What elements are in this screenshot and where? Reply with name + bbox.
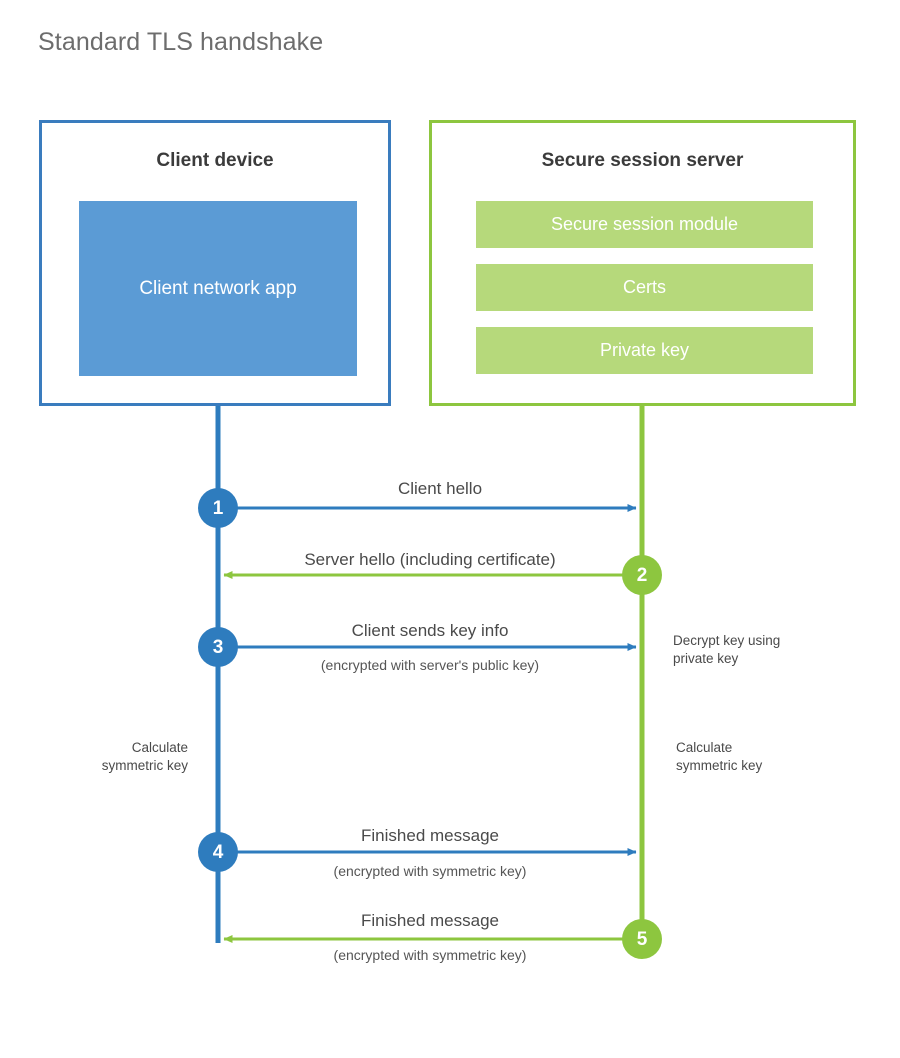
secure-session-server-panel: Secure session server Secure session mod… [429, 120, 856, 406]
step-circle-1[interactable]: 1 [198, 488, 238, 528]
message-label-step-3: Client sends key info [351, 621, 509, 640]
message-label-step-5: Finished message [361, 911, 499, 930]
step-circle-3[interactable]: 3 [198, 627, 238, 667]
client-device-panel: Client device Client network app [39, 120, 391, 406]
message-sublabel-step-3: (encrypted with server's public key) [320, 657, 540, 673]
message-sublabel-step-4: (encrypted with symmetric key) [333, 863, 527, 879]
message-label-step-2: Server hello (including certificate) [304, 550, 556, 569]
message-label-step-1: Client hello [397, 479, 483, 498]
step-circle-4[interactable]: 4 [198, 832, 238, 872]
page-title: Standard TLS handshake [38, 28, 324, 56]
message-sublabel-step-5: (encrypted with symmetric key) [333, 947, 527, 963]
step-circle-5[interactable]: 5 [622, 919, 662, 959]
secure-session-server-title: Secure session server [541, 150, 744, 171]
client-network-app-block: Client network app [79, 201, 357, 376]
annotation-server-decrypt-key: Decrypt key using private key [673, 633, 781, 667]
server-block-private-key: Private key [476, 327, 813, 374]
step-circle-2[interactable]: 2 [622, 555, 662, 595]
server-block-secure-session-module: Secure session module [476, 201, 813, 248]
annotation-server-calculate-symmetric-key: Calculate symmetric key [676, 740, 763, 774]
message-label-step-4: Finished message [361, 826, 499, 845]
client-device-title: Client device [156, 150, 274, 171]
server-block-certs: Certs [476, 264, 813, 311]
annotation-client-calculate-symmetric-key: Calculate symmetric key [101, 740, 188, 774]
